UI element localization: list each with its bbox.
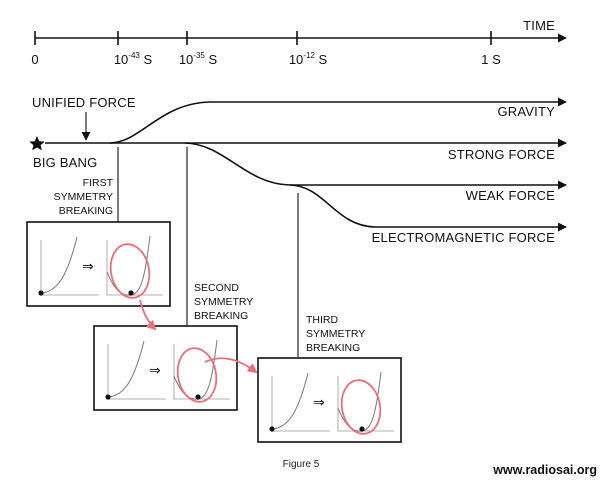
ground-state-dot: [195, 394, 201, 400]
tick-label-1s: 1 S: [481, 52, 501, 67]
ground-state-dot: [128, 290, 134, 296]
ground-state-dot: [38, 290, 44, 296]
svg-text:THIRD: THIRD: [306, 314, 338, 326]
svg-text:BREAKING: BREAKING: [306, 342, 360, 354]
tick-label-1e-43: 10-43 S: [114, 51, 153, 67]
pink-transition-arrow: [139, 299, 157, 331]
star-icon: [29, 136, 45, 151]
svg-text:SYMMETRY: SYMMETRY: [194, 296, 253, 308]
weak-force-label: WEAK FORCE: [466, 188, 556, 203]
tick-label-1e-12: 10-12 S: [289, 51, 328, 67]
ground-state-dot: [269, 426, 275, 432]
second-symmetry-breaking-label: SECOND SYMMETRY BREAKING: [194, 282, 253, 322]
ground-state-dot: [105, 394, 111, 400]
gravity-label: GRAVITY: [497, 104, 555, 119]
svg-text:BREAKING: BREAKING: [59, 205, 113, 217]
symmetric-potential-curve: [40, 236, 78, 294]
figure-caption: Figure 5: [283, 459, 320, 470]
plot-axes: [173, 344, 230, 400]
plot-axes: [337, 376, 394, 432]
timeline: TIME 0 10-43 S 10-35 S 10-12 S 1 S: [31, 18, 567, 67]
double-arrow-icon: ⇒: [313, 395, 325, 411]
time-axis-label: TIME: [523, 18, 555, 33]
pink-transition-arrow: [204, 357, 258, 374]
svg-text:FIRST: FIRST: [83, 177, 114, 189]
svg-text:SECOND: SECOND: [194, 282, 239, 294]
big-bang-label: BIG BANG: [33, 155, 97, 170]
svg-text:SYMMETRY: SYMMETRY: [54, 191, 113, 203]
second-breaking-panel: ⇒: [93, 325, 238, 411]
symmetric-potential-curve: [107, 340, 145, 398]
third-symmetry-breaking-label: THIRD SYMMETRY BREAKING: [306, 314, 365, 354]
first-breaking-panel: ⇒: [26, 221, 171, 307]
weak-force-line: [184, 142, 567, 190]
svg-text:BREAKING: BREAKING: [194, 310, 248, 322]
first-symmetry-breaking-label: FIRST SYMMETRY BREAKING: [54, 177, 114, 217]
electromagnetic-force-label: ELECTROMAGNETIC FORCE: [372, 230, 555, 245]
plot-axes: [106, 240, 163, 296]
highlight-ring: [109, 243, 151, 299]
highlight-ring: [176, 347, 218, 403]
unified-force-label: UNIFIED FORCE: [32, 95, 136, 110]
highlight-ring: [340, 379, 382, 435]
svg-text:SYMMETRY: SYMMETRY: [306, 328, 365, 340]
tick-label-0: 0: [31, 52, 38, 67]
watermark: www.radiosai.org: [492, 463, 597, 477]
ground-state-dot: [359, 426, 365, 432]
force-branches: [45, 97, 567, 232]
strong-force-label: STRONG FORCE: [448, 147, 555, 162]
tick-label-1e-35: 10-35 S: [179, 51, 218, 67]
third-breaking-panel: ⇒: [257, 357, 402, 443]
electromagnetic-force-line: [289, 184, 567, 232]
double-arrow-icon: ⇒: [149, 363, 161, 379]
double-arrow-icon: ⇒: [82, 259, 94, 275]
symmetric-potential-curve: [271, 372, 309, 430]
